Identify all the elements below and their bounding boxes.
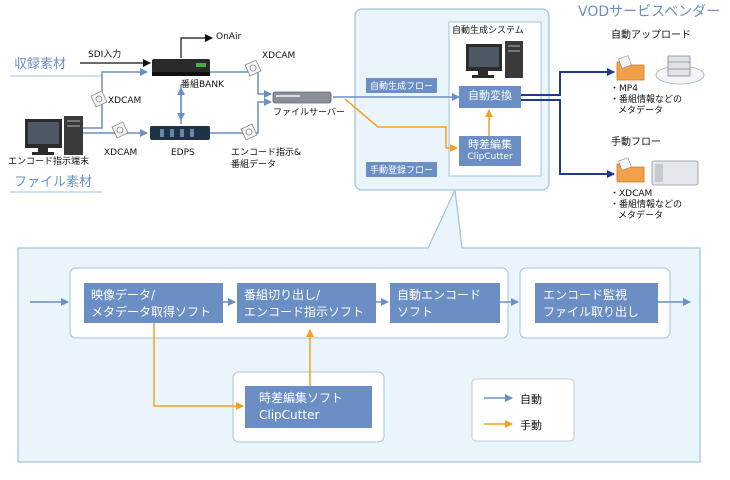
auto-convert-box: 自動変換 [468, 89, 512, 102]
xdcam-disc-icon-right [240, 123, 258, 141]
legend-frame [471, 378, 575, 442]
edps-server-icon [150, 126, 210, 140]
step4-line2: ファイル取り出し [543, 305, 640, 320]
step4-line1: エンコード監視 [543, 288, 628, 302]
step-encode-monitor: エンコード監視 ファイル取り出し [535, 283, 658, 323]
terminal-pc-icon [25, 116, 83, 155]
vod-vendor-title: VODサービスベンダー [578, 4, 721, 20]
manual-meta-1: ・XDCAM [610, 189, 653, 199]
clipcutter-top-line1: 時差編集 [468, 138, 512, 151]
label-file-server: ファイルサーバー [273, 108, 345, 118]
label-manual-flow-vendor: 手動フロー [611, 137, 661, 148]
clip-line1: 時差編集ソフト [259, 391, 344, 405]
system-pc-icon [466, 41, 523, 78]
label-auto-upload: 自動アップロード [611, 30, 691, 41]
xdcam-disc-icon-top [244, 59, 262, 77]
label-edps: EDPS [171, 148, 195, 158]
auto-meta-2: ・番組情報などの [610, 95, 683, 105]
auto-meta-1: ・MP4 [610, 84, 638, 94]
cloud-server-icon [655, 55, 705, 85]
label-sdi-input: SDI入力 [88, 50, 122, 60]
auto-flow-tag: 自動生成フロー [366, 78, 438, 93]
label-xdcam-top: XDCAM [262, 51, 296, 61]
step-clipcutter: 時差編集ソフト ClipCutter [245, 386, 372, 428]
label-onair: OnAir [216, 32, 242, 42]
legend-manual: 手動 [520, 419, 542, 432]
system-title: 自動生成システム [452, 26, 524, 36]
legend-auto: 自動 [520, 393, 542, 406]
xdcam-disc-icon-bottom [111, 121, 129, 139]
label-bank: 番組BANK [181, 80, 224, 90]
step2-line2: エンコード指示ソフト [244, 305, 365, 320]
file-server-icon [272, 91, 332, 104]
step-program-cut-encode-instruction: 番組切り出し/ エンコード指示ソフト [237, 283, 376, 323]
bank-server-icon [152, 59, 210, 76]
label-xdcam-bottom: XDCAM [104, 148, 138, 158]
manual-meta-3: メタデータ [618, 211, 664, 221]
step3-line2: ソフト [397, 305, 434, 320]
step-auto-encode: 自動エンコード ソフト [390, 283, 500, 323]
clip-line2: ClipCutter [259, 408, 320, 423]
label-encode-terminal: エンコード指示端末 [8, 157, 90, 167]
manual-meta-2: ・番組情報などの [610, 200, 683, 210]
auto-meta-3: メタデータ [618, 106, 664, 116]
step-video-metadata-fetch: 映像データ/ メタデータ取得ソフト [84, 283, 223, 323]
folder-icon-manual [616, 157, 645, 183]
label-xdcam-mid: XDCAM [108, 96, 142, 106]
manual-flow-tag: 手動登録フロー [366, 162, 438, 177]
step1-line2: メタデータ取得ソフト [91, 305, 212, 320]
step1-line1: 映像データ/ [91, 288, 156, 302]
step3-line1: 自動エンコード [397, 288, 482, 302]
step2-line1: 番組切り出し/ [244, 288, 321, 302]
label-encode-data-2: 番組データ [231, 160, 277, 170]
folder-icon-auto [616, 55, 645, 81]
label-encode-data-1: エンコード指示& [231, 148, 302, 158]
label-recorded-material: 収録素材 [14, 57, 67, 72]
vendor-pc-icon [651, 160, 699, 186]
clipcutter-top-line2: ClipCutter [467, 151, 513, 162]
clipcutter-box-top: 時差編集 ClipCutter [459, 138, 521, 163]
label-file-material: ファイル素材 [14, 175, 93, 190]
xdcam-disc-icon-mid [90, 90, 108, 108]
